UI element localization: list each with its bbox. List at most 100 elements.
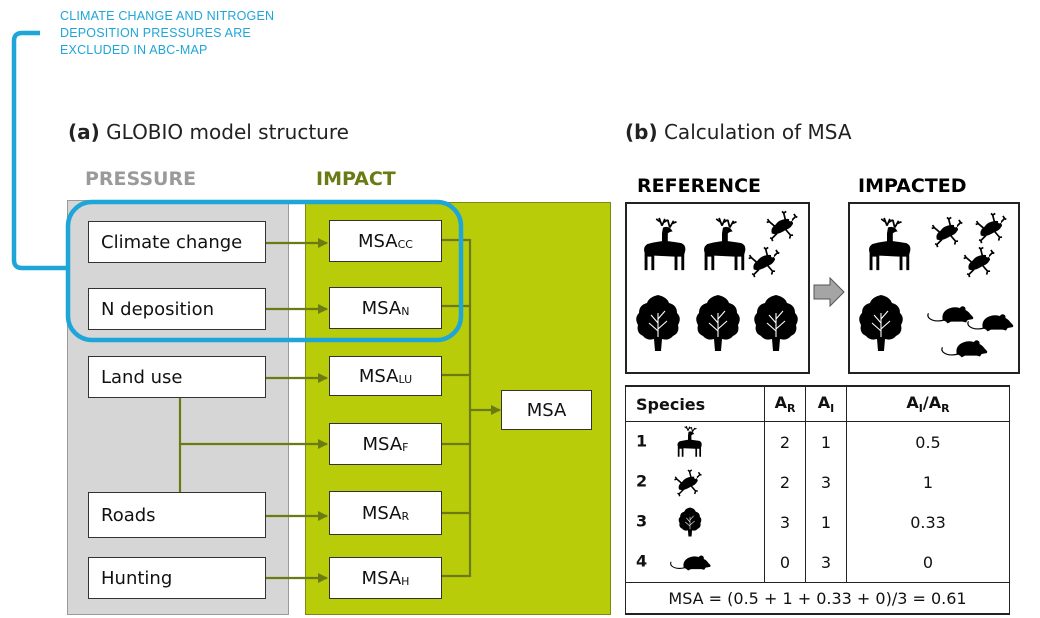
deer-icon bbox=[643, 217, 687, 272]
ratio-value: 0.33 bbox=[846, 502, 1010, 542]
header-ratio: AI/AR bbox=[846, 385, 1010, 422]
ratio-value: 0 bbox=[846, 542, 1010, 583]
tree-icon bbox=[678, 507, 702, 537]
panel-b-title-text: Calculation of MSA bbox=[663, 120, 852, 144]
header-ar-sub: R bbox=[786, 402, 796, 416]
pressure-n-deposition: N deposition bbox=[88, 288, 266, 330]
frog-icon bbox=[765, 210, 799, 242]
result-msa: MSA bbox=[501, 390, 592, 430]
species-cell: 4 bbox=[625, 542, 765, 583]
header-ai-base: A bbox=[817, 392, 831, 412]
rat-icon bbox=[967, 313, 1014, 332]
header-ai-sub: I bbox=[830, 402, 835, 416]
table-row: 3 3 1 0.33 bbox=[625, 502, 1010, 542]
header-ai: AI bbox=[805, 385, 847, 422]
panel-b-title: (b) Calculation of MSA bbox=[625, 120, 852, 144]
frog-icon bbox=[747, 246, 781, 278]
impact-msa-lu-base: MSA bbox=[358, 365, 399, 387]
impacted-scene bbox=[848, 202, 1020, 374]
tree-icon bbox=[753, 294, 799, 352]
header-ratio-sep: / bbox=[922, 392, 929, 412]
deer-icon bbox=[677, 425, 703, 458]
ai-value: 3 bbox=[805, 462, 847, 502]
species-number: 3 bbox=[636, 511, 648, 531]
table-row: 1 2 1 0.5 bbox=[625, 421, 1010, 462]
exclusion-note-line-1: CLIMATE CHANGE AND NITROGEN bbox=[60, 9, 275, 23]
impact-msa-lu-sub: LU bbox=[398, 372, 413, 386]
reference-scene bbox=[625, 202, 810, 374]
pressure-land-use: Land use bbox=[88, 356, 266, 398]
species-table: Species AR AI AI/AR 1 2 1 0.5 2 2 3 1 3 … bbox=[625, 385, 1010, 615]
panel-a-tag: (a) bbox=[68, 120, 100, 144]
impact-msa-h-sub: H bbox=[401, 574, 410, 588]
exclusion-bracket bbox=[11, 30, 68, 271]
ratio-value: 1 bbox=[846, 462, 1010, 502]
impact-msa-h-base: MSA bbox=[361, 567, 402, 589]
exclusion-outline bbox=[65, 199, 464, 343]
ai-value: 3 bbox=[805, 542, 847, 583]
header-species: Species bbox=[625, 385, 765, 422]
impact-msa-f-base: MSA bbox=[362, 433, 403, 455]
tree-icon bbox=[858, 294, 904, 352]
panel-a-title-text: GLOBIO model structure bbox=[106, 120, 349, 144]
ar-value: 2 bbox=[764, 421, 806, 462]
tree-icon bbox=[695, 294, 741, 352]
species-cell: 2 bbox=[625, 462, 765, 502]
panel-b-tag: (b) bbox=[625, 120, 658, 144]
frog-icon bbox=[673, 469, 703, 497]
impact-msa-r-sub: R bbox=[401, 509, 410, 523]
species-cell: 1 bbox=[625, 421, 765, 462]
impact-msa-r-base: MSA bbox=[361, 502, 402, 524]
species-number: 4 bbox=[636, 551, 648, 571]
species-number: 1 bbox=[636, 431, 648, 451]
species-table-header: Species AR AI AI/AR bbox=[625, 385, 1010, 422]
species-cell: 3 bbox=[625, 502, 765, 542]
frog-icon bbox=[930, 216, 964, 248]
impacted-label: IMPACTED bbox=[858, 175, 967, 197]
impact-header: IMPACT bbox=[316, 168, 396, 190]
total-row: MSA = (0.5 + 1 + 0.33 + 0)/3 = 0.61 bbox=[625, 582, 1010, 615]
impact-msa-cc-sub: CC bbox=[397, 237, 413, 251]
impact-msa-f-sub: F bbox=[402, 440, 409, 454]
pressure-band bbox=[67, 200, 289, 615]
rat-icon bbox=[941, 339, 988, 358]
ratio-value: 0.5 bbox=[846, 421, 1010, 462]
ar-value: 2 bbox=[764, 462, 806, 502]
ar-value: 0 bbox=[764, 542, 806, 583]
impact-msa-cc-base: MSA bbox=[358, 230, 398, 252]
table-row: 4 0 3 0 bbox=[625, 542, 1010, 583]
header-ratio-a2: A bbox=[928, 392, 942, 412]
pressure-climate-change: Climate change bbox=[88, 221, 266, 263]
transition-arrow-icon bbox=[813, 276, 845, 308]
ai-value: 1 bbox=[805, 421, 847, 462]
table-row: 2 2 3 1 bbox=[625, 462, 1010, 502]
deer-icon bbox=[703, 217, 747, 272]
tree-icon bbox=[635, 294, 681, 352]
species-number: 2 bbox=[636, 471, 648, 491]
impact-msa-n-sub: N bbox=[401, 304, 410, 318]
header-ratio-s1: I bbox=[918, 402, 923, 416]
deer-icon bbox=[868, 217, 912, 272]
header-ratio-s2: R bbox=[941, 402, 950, 416]
reference-label: REFERENCE bbox=[637, 175, 762, 197]
msa-formula: MSA = (0.5 + 1 + 0.33 + 0)/3 = 0.61 bbox=[625, 582, 1010, 615]
pressure-roads: Roads bbox=[88, 492, 266, 538]
header-ar-base: A bbox=[774, 392, 787, 412]
impacted-scene-art bbox=[858, 212, 1014, 358]
ai-value: 1 bbox=[805, 502, 847, 542]
frog-icon bbox=[962, 246, 996, 278]
header-ratio-a1: A bbox=[906, 392, 919, 412]
impact-msa-n-base: MSA bbox=[361, 297, 402, 319]
pressure-header: PRESSURE bbox=[85, 168, 197, 190]
reference-scene-art bbox=[635, 210, 799, 352]
pressure-hunting: Hunting bbox=[88, 557, 266, 599]
exclusion-note: CLIMATE CHANGE AND NITROGEN DEPOSITION P… bbox=[60, 8, 350, 59]
rat-icon bbox=[670, 554, 712, 572]
exclusion-note-line-3: EXCLUDED IN ABC-MAP bbox=[60, 43, 208, 57]
